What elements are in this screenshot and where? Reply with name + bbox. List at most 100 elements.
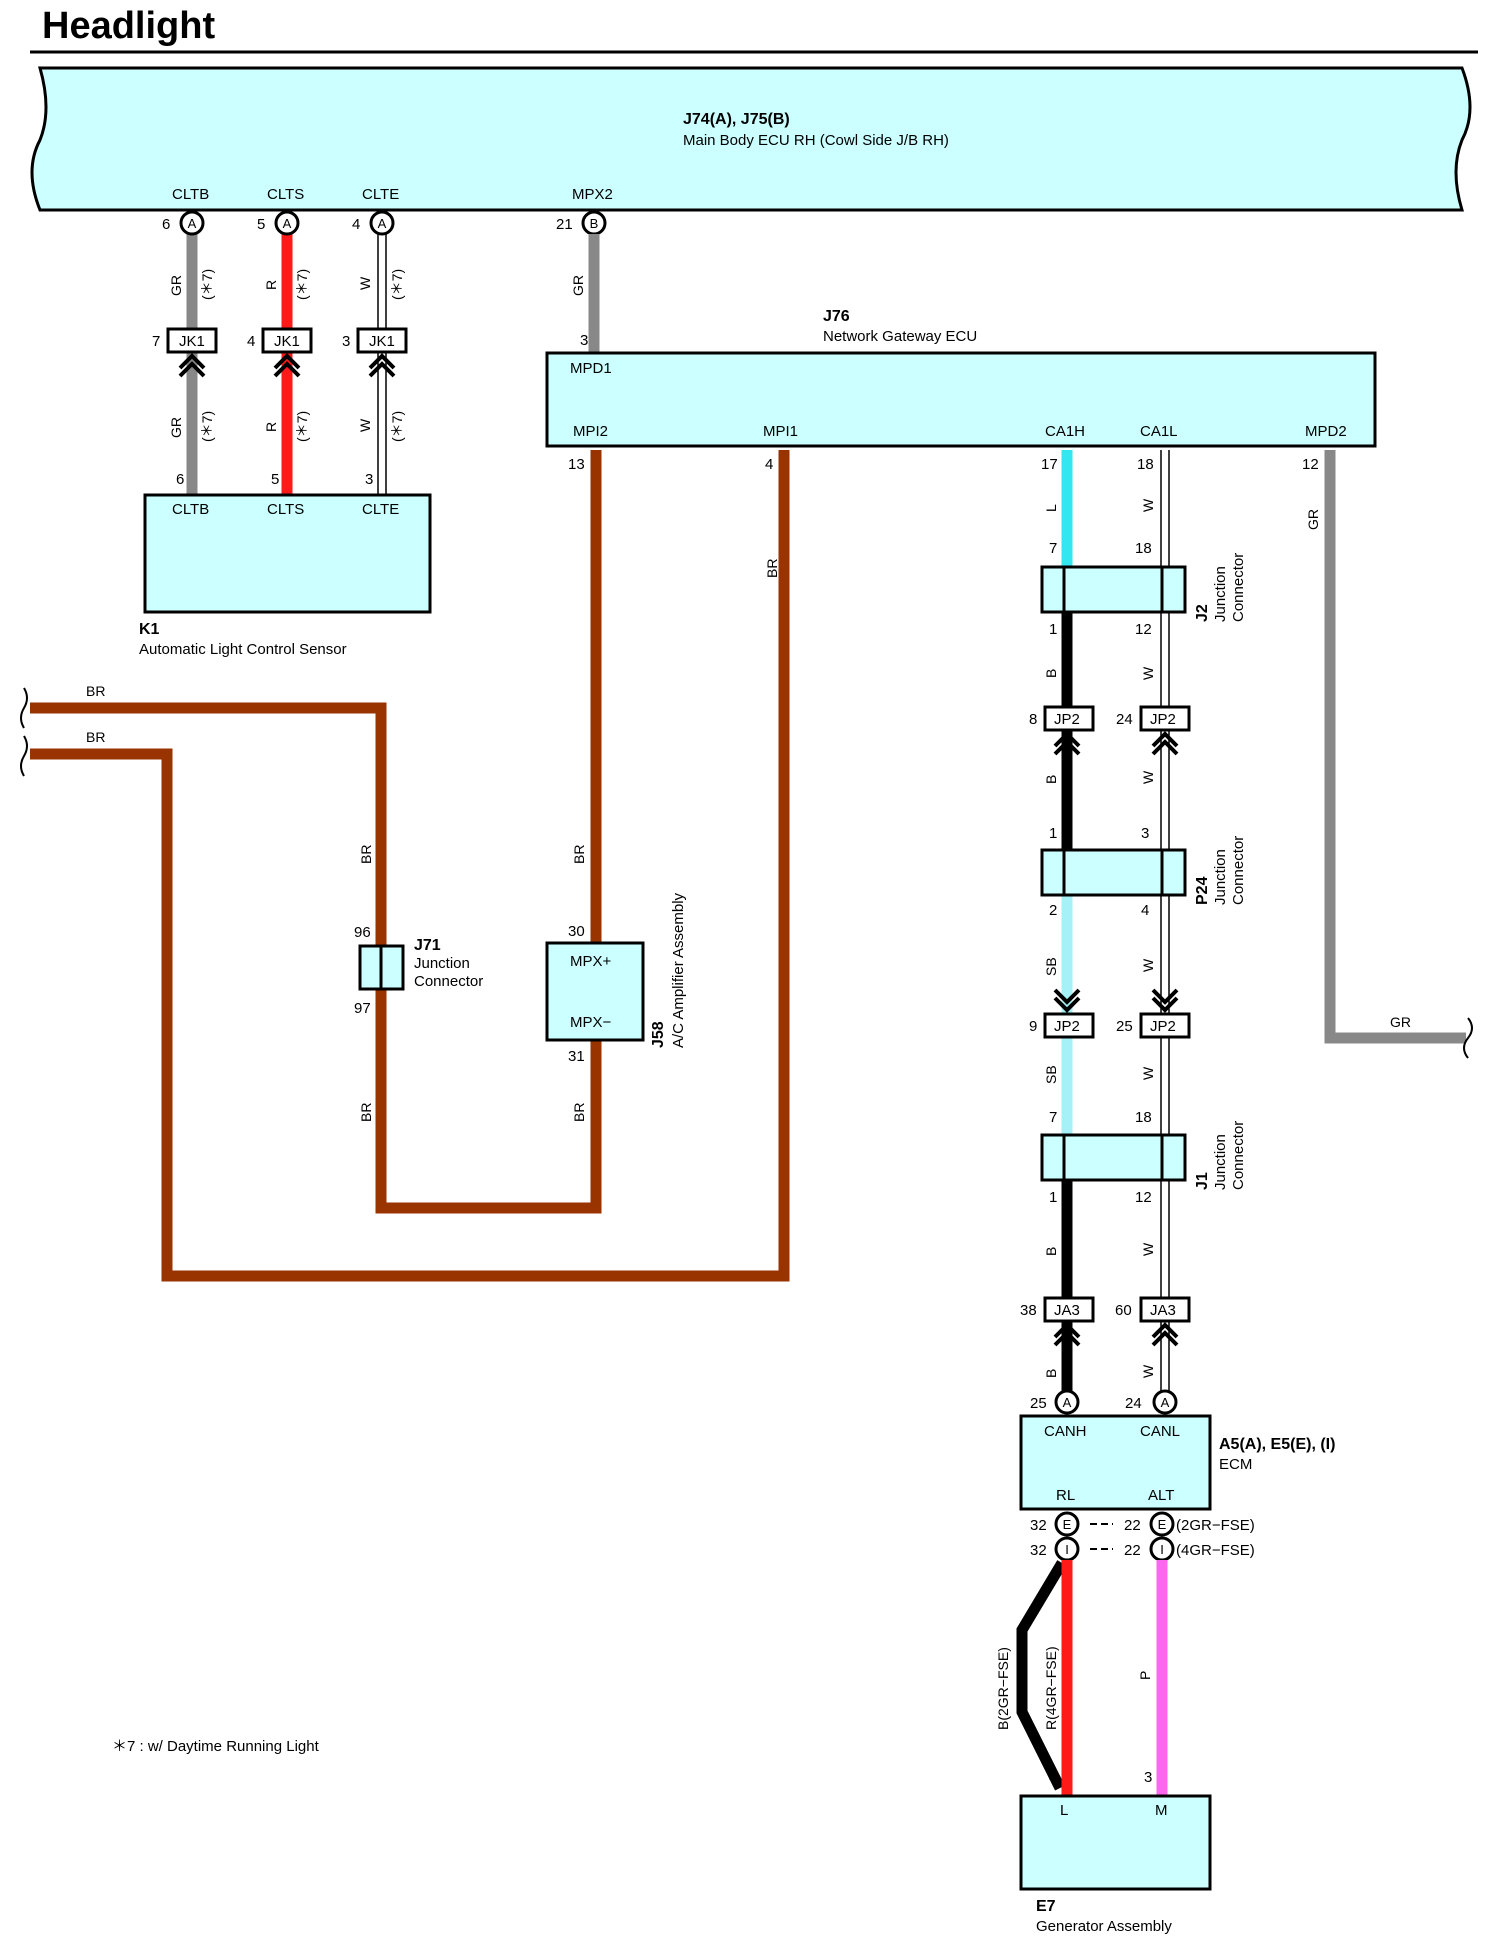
ecm-variant-i: (4GR−FSE)	[1176, 1542, 1255, 1559]
ngw-pin-mpd1: MPD1	[570, 360, 612, 377]
p24-name-2: Connector	[1230, 836, 1247, 905]
ja3-box-1	[1043, 1296, 1095, 1323]
wc-br-j58-up: BR	[571, 845, 587, 864]
ngw-num-mpd1: 3	[580, 332, 588, 349]
ecm-box	[1019, 1414, 1212, 1511]
main-body-ecu-box	[30, 66, 1472, 212]
wc-br-mpi1: BR	[764, 559, 780, 578]
break-mark-3	[1463, 1017, 1473, 1059]
conn-circle-cltb	[179, 210, 205, 236]
jk1-pin-2: 4	[247, 333, 255, 350]
ja3-pin-1: 38	[1020, 1302, 1037, 1319]
network-gateway-ecu: J76 Network Gateway ECU 3 MPD1 MPI2 MPI1…	[545, 308, 1377, 473]
jk1-connectors: JK1 7 JK1 4 JK1 3	[152, 327, 408, 378]
ac-amplifier-j58: MPX+ MPX− 30 31 J58 A/C Amplifier Assemb…	[545, 892, 687, 1065]
jk1-box-1	[166, 327, 218, 354]
wc-l: L	[1043, 504, 1059, 512]
jk1-label-1: JK1	[179, 333, 205, 350]
ecm-pin-canl: CANL	[1140, 1423, 1180, 1440]
ecm-letter-canh: A	[1063, 1395, 1072, 1410]
j2-pin-18: 18	[1135, 540, 1152, 557]
ecm: A 25 A 24 CANH CANL RL ALT A5(A), E5(E),…	[1019, 1389, 1335, 1562]
generator-e7: 4 3 L M E7 Generator Assembly	[1019, 1769, 1212, 1935]
j71-name-2: Connector	[414, 973, 483, 990]
gen-num-m: 3	[1144, 1769, 1152, 1786]
wc-sb-2: SB	[1043, 1065, 1059, 1084]
wc-note-6: (＊7)	[389, 411, 405, 442]
ja3-box-2	[1139, 1296, 1191, 1323]
j58-num-30: 30	[568, 923, 585, 940]
k1-num-cltb: 6	[176, 471, 184, 488]
jk1-chevron-1	[178, 353, 206, 378]
j1-name-1: Junction	[1212, 1134, 1229, 1190]
j58-box	[545, 941, 645, 1042]
jp2u-chevron-1	[1053, 731, 1081, 756]
wire-labels-k1-upper: GR (＊7) R (＊7) W (＊7)	[168, 269, 405, 300]
wc-br-j71-up: BR	[358, 845, 374, 864]
ecm-conn-rl-e	[1054, 1511, 1080, 1537]
ngw-ref: J76	[823, 308, 850, 325]
j1-pin-7: 7	[1049, 1109, 1057, 1126]
jk1-label-3: JK1	[369, 333, 395, 350]
ecm-letter-canl: A	[1161, 1395, 1170, 1410]
gen-box	[1019, 1794, 1212, 1891]
jp2l-box-2	[1139, 1012, 1191, 1039]
ecm-letter-rl-e: E	[1063, 1517, 1072, 1532]
wc-gr-mpx: GR	[570, 275, 586, 296]
conn-circle-clte	[369, 210, 395, 236]
gen-pin-l: L	[1060, 1802, 1068, 1819]
wc-w-9: W	[1140, 1364, 1156, 1378]
pin-name-mpx2: MPX2	[572, 186, 613, 203]
wc-r-2: R	[263, 422, 279, 432]
ecm-name: ECM	[1219, 1456, 1252, 1473]
gen-num-l: 4	[1049, 1769, 1057, 1786]
main-body-ecu-ref: J74(A), J75(B)	[683, 111, 790, 128]
conn-letter-mpx2: B	[590, 216, 599, 231]
jk1-chevron-3	[368, 353, 396, 378]
conn-letter-clts: A	[283, 216, 292, 231]
conn-letter-clte: A	[378, 216, 387, 231]
p24-pin-1: 1	[1049, 825, 1057, 842]
jp2l-box-1	[1043, 1012, 1095, 1039]
ngw-pin-ca1h: CA1H	[1045, 423, 1085, 440]
wc-b-4: B	[1043, 1369, 1059, 1378]
ja3-connectors: JA3 38 JA3 60	[1020, 1296, 1191, 1347]
wire-mpd2	[1324, 450, 1466, 1044]
j58-num-31: 31	[568, 1048, 585, 1065]
j58-pin-mpxp: MPX+	[570, 953, 612, 970]
ecm-pin-canh: CANH	[1044, 1423, 1087, 1440]
j1-ref: J1	[1194, 1172, 1211, 1190]
jp2l-label-2: JP2	[1150, 1018, 1176, 1035]
k1-box	[143, 493, 432, 614]
jk1-box-2	[261, 327, 313, 354]
jk1-box-3	[356, 327, 408, 354]
j2-name-1: Junction	[1212, 566, 1229, 622]
pin-num-cltb: 6	[162, 216, 170, 233]
pin-num-clte: 4	[352, 216, 360, 233]
jk1-pin-3: 3	[342, 333, 350, 350]
ngw-num-mpd2: 12	[1302, 456, 1319, 473]
ngw-pin-mpd2: MPD2	[1305, 423, 1347, 440]
k1-pin-cltb: CLTB	[172, 501, 209, 518]
ecm-letter-rl-i: I	[1065, 1542, 1069, 1557]
wc-w-3: W	[1140, 498, 1156, 512]
ngw-pin-mpi2: MPI2	[573, 423, 608, 440]
wc-r-1: R	[263, 280, 279, 290]
wc-br-j71-down: BR	[358, 1103, 374, 1122]
ngw-name: Network Gateway ECU	[823, 328, 977, 345]
jp2u-chevron-2	[1151, 731, 1179, 756]
jp2-upper: JP2 8 JP2 24	[1029, 705, 1191, 756]
ngw-num-ca1h: 17	[1041, 456, 1058, 473]
p24-pin-3: 3	[1141, 825, 1149, 842]
jp2u-label-1: JP2	[1054, 711, 1080, 728]
wc-gr-2: GR	[168, 417, 184, 438]
ecm-letter-alt-i: I	[1160, 1542, 1164, 1557]
j2-name-2: Connector	[1230, 553, 1247, 622]
ecm-pin-rl: RL	[1056, 1487, 1075, 1504]
page-title: Headlight	[42, 5, 215, 47]
wc-br-top2: BR	[86, 729, 105, 745]
jp2u-box-2	[1139, 705, 1191, 732]
j1-junction: 7 18 1 12 J1 Junction Connector	[1040, 1109, 1247, 1206]
ecm-conn-canl	[1152, 1389, 1178, 1415]
